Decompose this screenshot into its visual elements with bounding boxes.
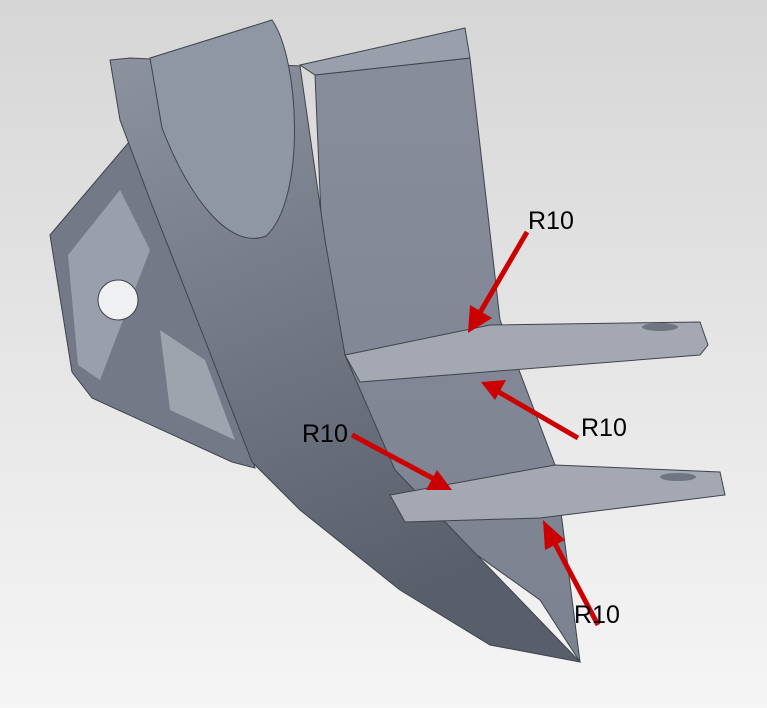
bracket-part	[49, 19, 726, 663]
upper-tab	[344, 321, 709, 383]
arrow-1	[475, 230, 530, 318]
arrow-3	[350, 432, 438, 483]
bracket-pocket	[160, 330, 235, 440]
arrow-3-head	[426, 470, 452, 490]
half-cylinder-cut	[149, 19, 295, 239]
arrow-2-head	[481, 380, 506, 400]
top-rim	[298, 27, 471, 76]
tab-hole	[642, 323, 678, 331]
radius-label: R10	[528, 207, 574, 235]
arrow-4-head	[543, 520, 565, 550]
arrow-1-head	[468, 305, 492, 333]
annotation-arrows	[350, 230, 601, 627]
tab-hole	[660, 473, 696, 481]
radius-label: R10	[574, 601, 620, 629]
arrow-4	[549, 536, 601, 627]
radius-label: R10	[581, 414, 627, 442]
radius-label: R10	[302, 420, 348, 448]
bracket-hole	[97, 279, 139, 321]
arrow-2	[495, 388, 580, 441]
lower-tab	[389, 464, 726, 523]
